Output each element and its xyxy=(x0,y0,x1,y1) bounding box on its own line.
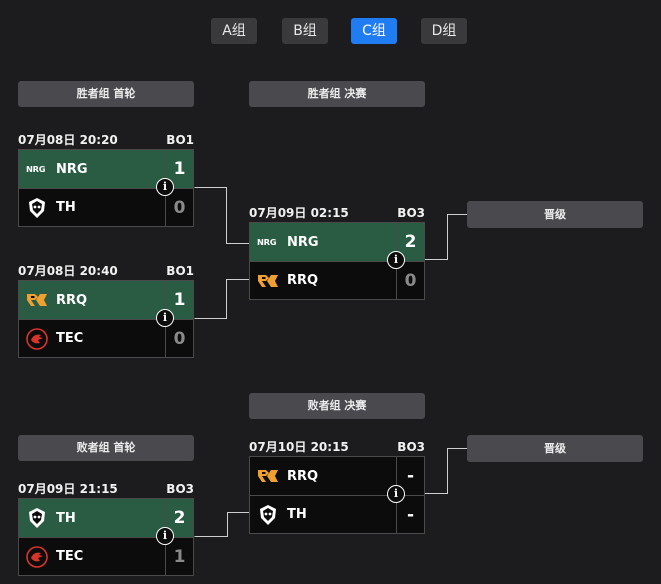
connector-line xyxy=(194,512,249,537)
info-icon[interactable]: i xyxy=(156,527,174,545)
tab-group-a[interactable]: A组 xyxy=(211,18,257,44)
connector-line xyxy=(194,279,249,319)
team-score: 2 xyxy=(396,223,424,261)
connector-line xyxy=(425,214,467,260)
match-format: BO3 xyxy=(397,440,425,454)
match-scoreboard: RRQ - TH -i xyxy=(249,456,425,534)
team-row[interactable]: TH 2 xyxy=(19,499,193,537)
tec-logo-icon xyxy=(26,327,48,350)
team-score: 1 xyxy=(165,281,193,319)
stage-label-losers-final: 败者组 决赛 xyxy=(249,393,425,419)
team-name: NRG xyxy=(287,234,319,250)
svg-text:NRG: NRG xyxy=(257,237,277,247)
stage-label-losers-r1: 败者组 首轮 xyxy=(18,435,194,461)
team-name: TH xyxy=(56,510,76,526)
match-time: 07月10日 20:15 xyxy=(249,440,349,454)
match-time: 07月08日 20:40 xyxy=(18,264,118,278)
nrg-logo-icon: NRG xyxy=(257,231,279,253)
th-logo-icon xyxy=(257,504,279,526)
connector-line xyxy=(194,187,249,244)
rrq-logo-icon xyxy=(257,465,279,487)
nrg-logo-icon: NRG xyxy=(26,158,48,180)
team-score: - xyxy=(396,457,424,495)
match-header: 07月10日 20:15 BO3 xyxy=(249,438,425,456)
match-header: 07月09日 02:15 BO3 xyxy=(249,204,425,222)
team-score: 1 xyxy=(165,537,193,576)
match-format: BO1 xyxy=(166,264,194,278)
team-score: 0 xyxy=(165,319,193,358)
team-name: TEC xyxy=(56,331,84,346)
match-time: 07月09日 02:15 xyxy=(249,206,349,220)
team-name: NRG xyxy=(56,161,88,177)
match-header: 07月08日 20:40 BO1 xyxy=(18,262,194,280)
tab-group-c[interactable]: C组 xyxy=(351,18,397,44)
match-header: 07月08日 20:20 BO1 xyxy=(18,131,194,149)
tab-group-d[interactable]: D组 xyxy=(421,18,467,44)
info-icon[interactable]: i xyxy=(156,309,174,327)
team-name: TEC xyxy=(56,549,84,564)
rrq-logo-icon xyxy=(26,289,48,311)
info-icon[interactable]: i xyxy=(387,251,405,269)
team-score: 2 xyxy=(165,499,193,537)
info-icon[interactable]: i xyxy=(387,485,405,503)
match-format: BO3 xyxy=(166,482,194,496)
svg-text:NRG: NRG xyxy=(26,164,46,174)
match-format: BO3 xyxy=(397,206,425,220)
match-format: BO1 xyxy=(166,133,194,147)
advance-box-losers: 晋级 xyxy=(467,435,643,462)
team-score: 0 xyxy=(165,188,193,227)
team-name: TH xyxy=(287,507,307,522)
team-score: 1 xyxy=(165,150,193,188)
team-score: 0 xyxy=(396,261,424,300)
th-logo-icon xyxy=(26,507,48,529)
match-header: 07月09日 21:15 BO3 xyxy=(18,480,194,498)
info-icon[interactable]: i xyxy=(156,178,174,196)
team-name: TH xyxy=(56,200,76,215)
tec-logo-icon xyxy=(26,545,48,568)
rrq-logo-icon xyxy=(257,270,279,292)
team-name: RRQ xyxy=(287,468,319,484)
team-name: RRQ xyxy=(56,292,88,308)
match-time: 07月08日 20:20 xyxy=(18,133,118,147)
team-name: RRQ xyxy=(287,273,319,288)
group-tabs: A组 B组 C组 D组 xyxy=(0,18,661,44)
team-score: - xyxy=(396,495,424,534)
match-time: 07月09日 21:15 xyxy=(18,482,118,496)
th-logo-icon xyxy=(26,197,48,219)
stage-label-winners-final: 胜者组 决赛 xyxy=(249,81,425,107)
advance-box-winners: 晋级 xyxy=(467,201,643,228)
stage-label-winners-r1: 胜者组 首轮 xyxy=(18,81,194,107)
tab-group-b[interactable]: B组 xyxy=(282,18,328,44)
connector-line xyxy=(425,448,467,494)
